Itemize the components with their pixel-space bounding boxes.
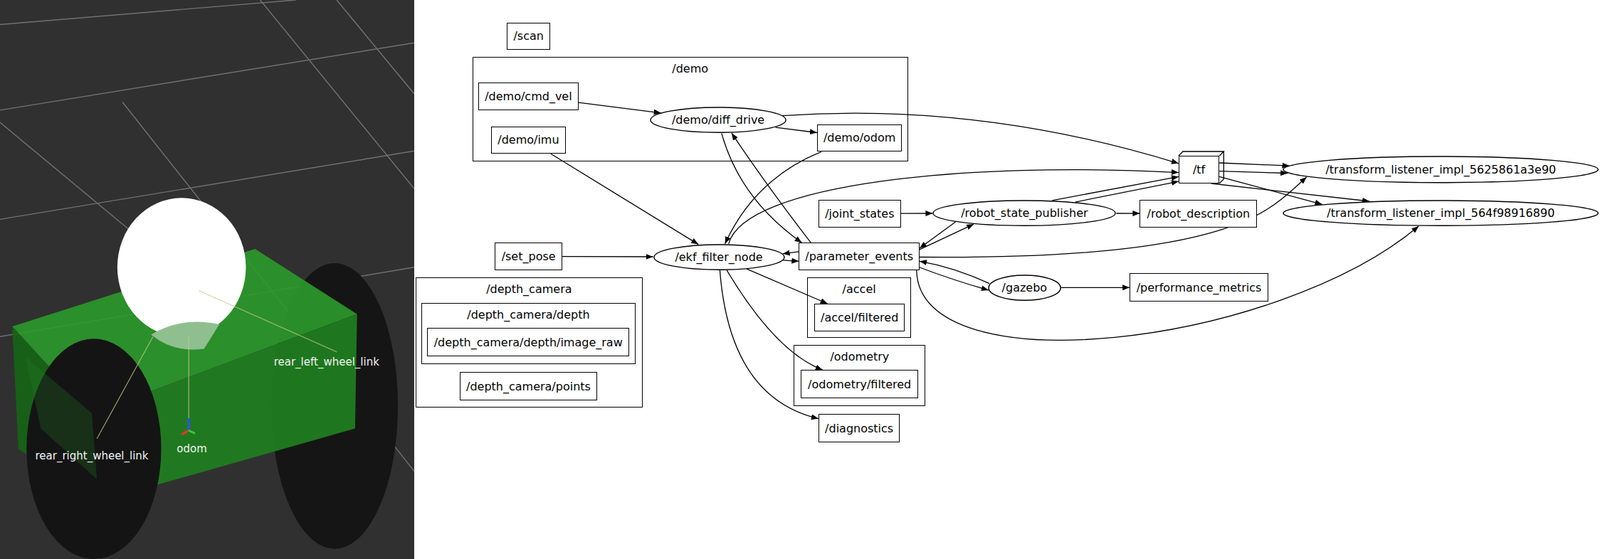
node-label: /robot_description	[1147, 207, 1251, 221]
ellipse-shape	[1283, 200, 1598, 226]
namespace-group: /depth_camera/depth/depth_camera/depth/i…	[421, 303, 636, 365]
topic-connection	[782, 251, 800, 255]
topic-connection	[1061, 287, 1130, 289]
topic-box: /robot_description	[1139, 200, 1257, 228]
node-ellipse: /ekf_filter_node	[653, 244, 786, 271]
frame-label: rear_left_wheel_link	[274, 355, 380, 369]
namespace-group: /accel/accel/filtered	[807, 277, 912, 339]
node-label: /depth_camera/depth/image_raw	[434, 335, 623, 350]
topic-connection	[782, 113, 1179, 164]
namespace-group: /depth_camera/depth_camera/depth/depth_c…	[415, 277, 644, 409]
topic-connection	[725, 151, 822, 244]
node-label: /tf	[1192, 162, 1205, 177]
topic-box: /odometry/filtered	[800, 370, 919, 399]
ellipse-shape	[1283, 156, 1598, 183]
topic-connection	[550, 153, 699, 245]
topic-connection	[746, 269, 828, 304]
topic-connection	[782, 260, 800, 262]
topic-connection	[1075, 181, 1179, 203]
node-label: /depth_camera/points	[466, 380, 591, 394]
tf-box: /tf	[1178, 155, 1220, 184]
topic-connection	[1219, 171, 1288, 174]
topic-box: /accel/filtered	[814, 303, 906, 332]
topic-connection	[901, 212, 934, 215]
node-ellipse: /transform_listener_impl_5625861a3e90	[1282, 155, 1599, 184]
topic-connection	[919, 224, 974, 250]
node-label: /odometry/filtered	[807, 377, 912, 392]
topic-box: /set_pose	[494, 242, 563, 271]
topic-connection	[728, 170, 1179, 245]
node-label: /joint_states	[824, 207, 894, 221]
node-label: /transform_listener_impl_5625861a3e90	[1325, 162, 1556, 177]
topic-box: /demo/cmd_vel	[478, 82, 578, 111]
box-3d-faces	[1178, 151, 1224, 184]
node-label: /performance_metrics	[1136, 281, 1262, 295]
topic-box: /scan	[506, 22, 550, 51]
node-label: /demo/cmd_vel	[484, 89, 572, 104]
ellipse-shape	[988, 275, 1061, 301]
ellipse-shape	[650, 107, 786, 133]
node-label: /diagnostics	[824, 422, 894, 436]
group-label: /depth_camera/depth	[466, 308, 590, 322]
topic-box: /performance_metrics	[1129, 273, 1269, 302]
node-label: /ekf_filter_node	[674, 250, 763, 265]
node-label: /parameter_events	[804, 249, 914, 264]
node-label: /demo/odom	[823, 130, 896, 145]
node-label: /set_pose	[501, 249, 556, 264]
topic-connection	[1116, 212, 1140, 214]
namespace-group: /demo/demo/cmd_vel/demo/imu/demo/diff_dr…	[472, 56, 909, 161]
topic-box: /demo/imu	[491, 126, 566, 155]
topic-connection	[1051, 176, 1179, 201]
frame-label: odom	[176, 442, 208, 456]
topic-connection	[916, 226, 1419, 341]
topic-connection	[919, 267, 989, 291]
topic-connection	[919, 177, 1307, 258]
node-ellipse: /robot_state_publisher	[932, 200, 1117, 227]
node-label: /demo/diff_drive	[671, 113, 765, 127]
node-label: /accel/filtered	[820, 311, 899, 325]
node-ellipse: /transform_listener_impl_564f98916890	[1282, 200, 1599, 227]
node-label: /demo/imu	[497, 133, 559, 147]
topic-box: /parameter_events	[798, 242, 920, 271]
node-ellipse: /gazebo	[987, 274, 1062, 302]
topic-box: /depth_camera/depth/image_raw	[427, 328, 630, 357]
group-label: /depth_camera	[486, 282, 572, 297]
ellipse-shape	[933, 200, 1116, 226]
topic-box: /diagnostics	[818, 414, 901, 443]
group-label: /demo	[671, 61, 709, 76]
namespace-group: /odometry/odometry/filtered	[793, 345, 926, 407]
node-label: /transform_listener_impl_564f98916890	[1326, 206, 1555, 220]
topic-connection	[1211, 183, 1370, 202]
ellipse-shape	[654, 244, 785, 270]
topic-connection	[775, 127, 818, 133]
topic-box: /depth_camera/points	[459, 372, 598, 401]
node-label: /gazebo	[1002, 281, 1048, 295]
topic-box: /demo/odom	[817, 124, 902, 153]
robot-3d-view	[0, 0, 415, 559]
topic-connection	[726, 270, 823, 371]
topic-connection	[1219, 162, 1289, 166]
group-label: /odometry	[829, 350, 889, 364]
node-ellipse: /demo/diff_drive	[649, 106, 787, 134]
node-label: /robot_state_publisher	[960, 206, 1088, 220]
topic-connection	[562, 256, 654, 258]
node-label: /scan	[513, 29, 544, 43]
frame-label: rear_right_wheel_link	[34, 449, 149, 463]
group-label: /accel	[842, 282, 877, 297]
topic-connection	[731, 133, 811, 243]
topic-box: /joint_states	[818, 200, 902, 228]
topic-connection	[578, 102, 662, 114]
